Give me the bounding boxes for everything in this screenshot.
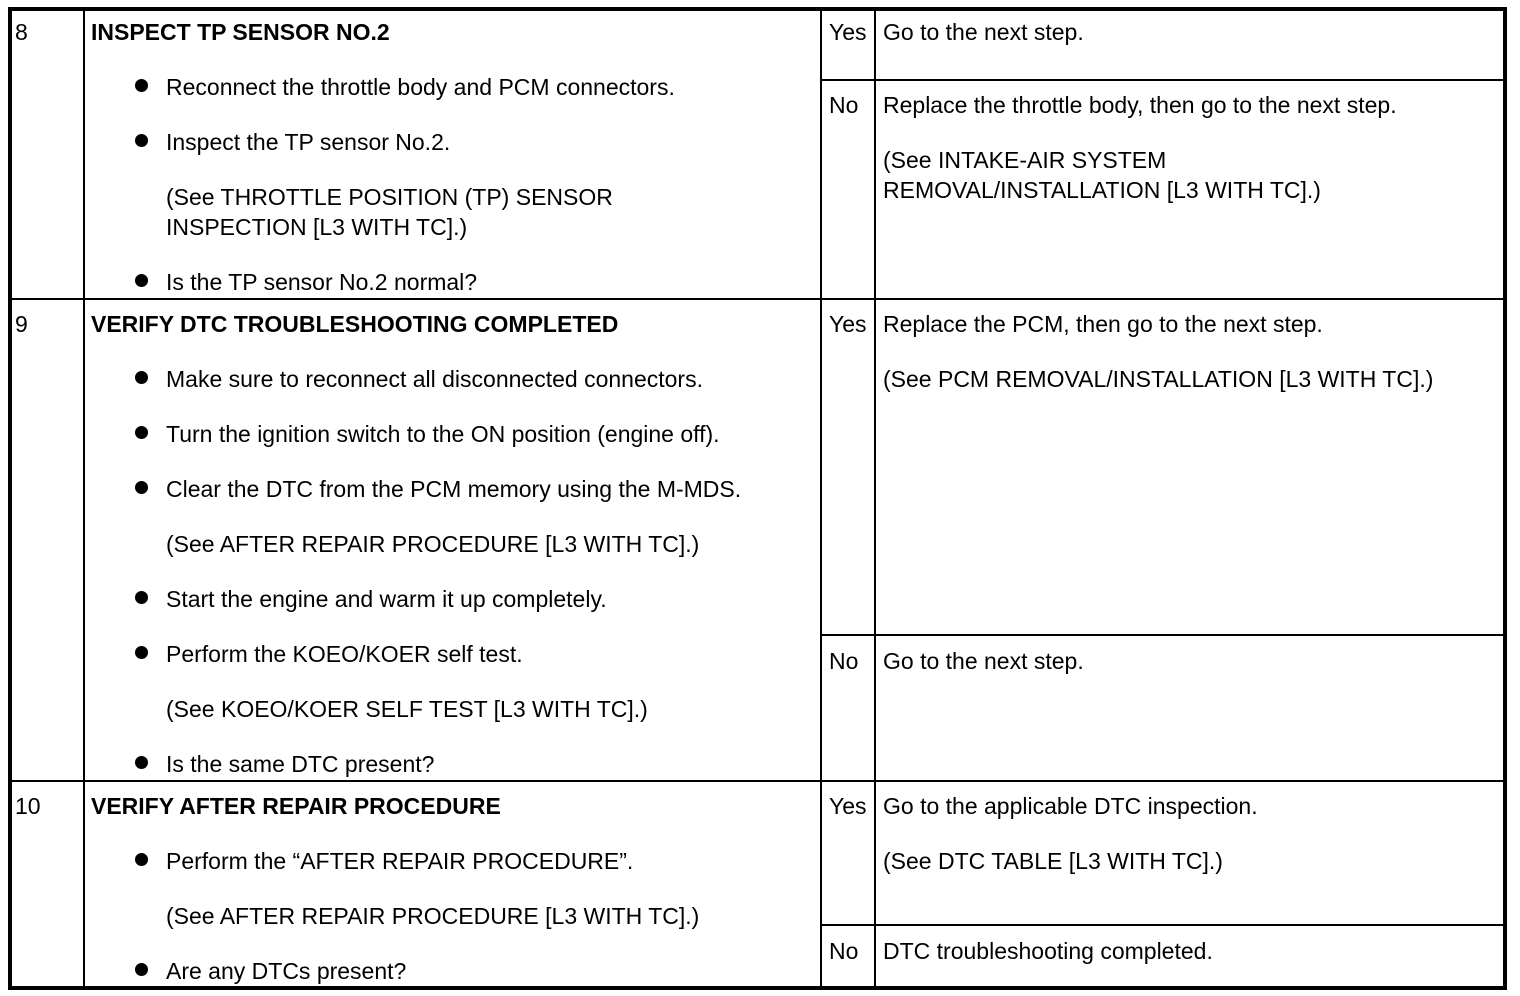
yes-action: Go to the next step. [883, 19, 1084, 45]
row-divider [12, 780, 1503, 782]
step-item: Is the same DTC present? [166, 751, 435, 777]
yes-action: Replace the PCM, then go to the next ste… [883, 311, 1323, 337]
step-item: Is the TP sensor No.2 normal? [166, 269, 478, 295]
bullet-icon [135, 756, 148, 769]
step-item: Perform the “AFTER REPAIR PROCEDURE”. [166, 848, 634, 874]
row-divider [12, 298, 1503, 300]
bullet-icon [135, 134, 148, 147]
yes-no-divider [820, 79, 1503, 81]
column-divider [820, 11, 822, 986]
bullet-icon [135, 481, 148, 494]
bullet-icon [135, 274, 148, 287]
step-title: VERIFY AFTER REPAIR PROCEDURE [91, 793, 501, 819]
no-action: Go to the next step. [883, 648, 1084, 674]
yes-no-divider [820, 634, 1503, 636]
no-label: No [829, 938, 859, 964]
step-item: Reconnect the throttle body and PCM conn… [166, 74, 675, 100]
yes-label: Yes [829, 19, 867, 45]
bullet-icon [135, 426, 148, 439]
step-item: Start the engine and warm it up complete… [166, 586, 607, 612]
step-title: VERIFY DTC TROUBLESHOOTING COMPLETED [91, 311, 619, 337]
bullet-icon [135, 646, 148, 659]
no-label: No [829, 92, 859, 118]
step-item: Clear the DTC from the PCM memory using … [166, 476, 742, 502]
column-divider [83, 11, 85, 986]
step-reference: (See THROTTLE POSITION (TP) SENSOR INSPE… [166, 184, 613, 240]
no-action-reference: (See INTAKE-AIR SYSTEM REMOVAL/INSTALLAT… [883, 147, 1321, 203]
step-item: Inspect the TP sensor No.2. [166, 129, 451, 155]
step-number: 8 [15, 19, 28, 45]
yes-label: Yes [829, 311, 867, 337]
bullet-icon [135, 371, 148, 384]
bullet-icon [135, 853, 148, 866]
step-number: 9 [15, 311, 28, 337]
step-reference: (See AFTER REPAIR PROCEDURE [L3 WITH TC]… [166, 531, 700, 557]
bullet-icon [135, 963, 148, 976]
step-item: Make sure to reconnect all disconnected … [166, 366, 703, 392]
step-item: Perform the KOEO/KOER self test. [166, 641, 523, 667]
no-action: Replace the throttle body, then go to th… [883, 92, 1397, 118]
yes-action-reference: (See DTC TABLE [L3 WITH TC].) [883, 848, 1223, 874]
step-title: INSPECT TP SENSOR NO.2 [91, 19, 390, 45]
yes-action: Go to the applicable DTC inspection. [883, 793, 1258, 819]
step-item: Turn the ignition switch to the ON posit… [166, 421, 720, 447]
bullet-icon [135, 591, 148, 604]
procedure-table: 8 INSPECT TP SENSOR NO.2 Reconnect the t… [8, 7, 1507, 990]
no-action: DTC troubleshooting completed. [883, 938, 1213, 964]
step-reference: (See AFTER REPAIR PROCEDURE [L3 WITH TC]… [166, 903, 700, 929]
yes-label: Yes [829, 793, 867, 819]
yes-action-reference: (See PCM REMOVAL/INSTALLATION [L3 WITH T… [883, 366, 1434, 392]
step-reference: (See KOEO/KOER SELF TEST [L3 WITH TC].) [166, 696, 648, 722]
column-divider [874, 11, 876, 986]
step-item: Are any DTCs present? [166, 958, 407, 984]
no-label: No [829, 648, 859, 674]
yes-no-divider [820, 924, 1503, 926]
bullet-icon [135, 79, 148, 92]
step-number: 10 [15, 793, 41, 819]
